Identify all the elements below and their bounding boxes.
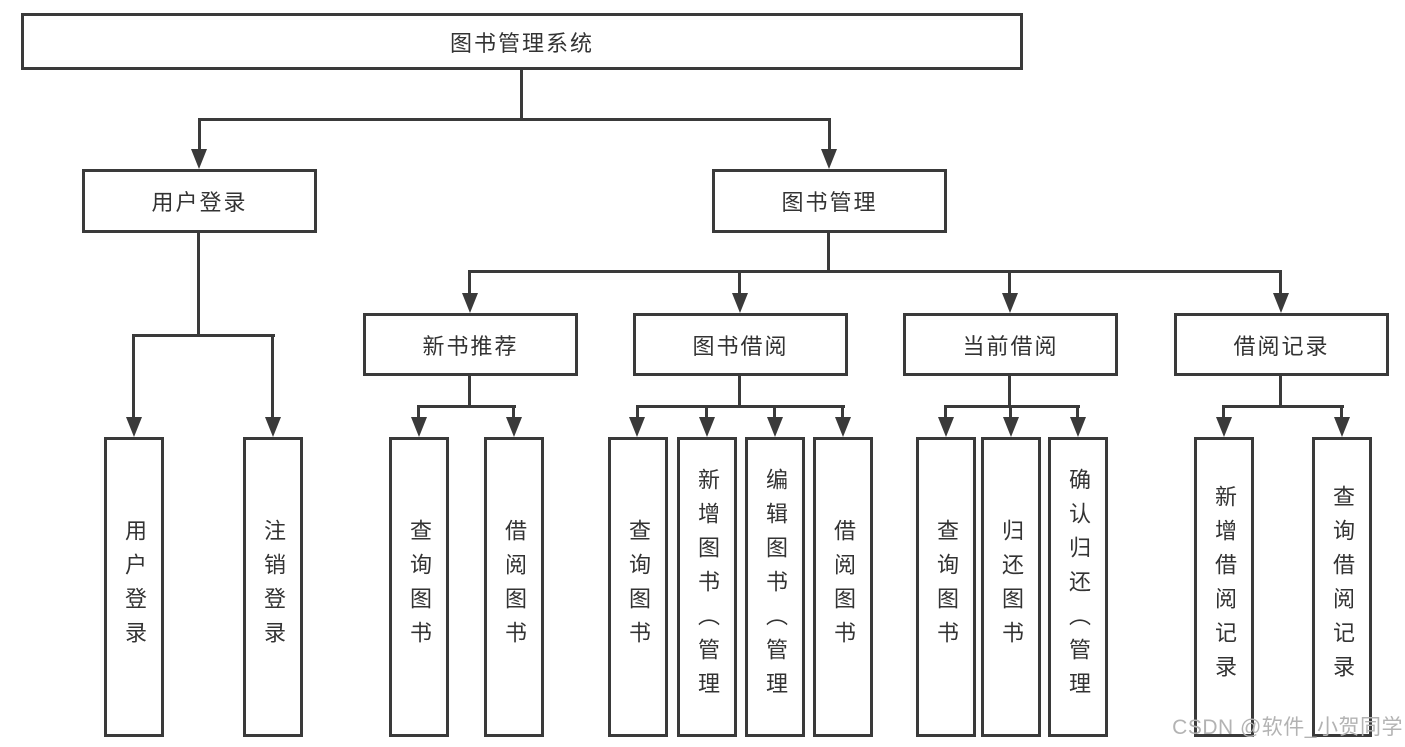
arrowhead-down bbox=[629, 417, 645, 437]
leaf-return-books: 归还图书 bbox=[981, 437, 1041, 737]
connector-line bbox=[705, 405, 708, 418]
connector-line bbox=[636, 405, 639, 418]
node-user-login: 用户登录 bbox=[82, 169, 317, 233]
connector-line bbox=[1008, 376, 1011, 406]
arrowhead-down bbox=[126, 417, 142, 437]
connector-line bbox=[738, 270, 741, 294]
arrowhead-down bbox=[1070, 417, 1086, 437]
connector-line bbox=[773, 405, 776, 418]
connector-line bbox=[1279, 270, 1282, 294]
leaf-edit-book-admin: 编辑图书（管理员） bbox=[745, 437, 805, 737]
arrowhead-down bbox=[1003, 417, 1019, 437]
connector-line bbox=[197, 233, 200, 335]
connector-line bbox=[944, 405, 1080, 408]
connector-line bbox=[827, 233, 830, 271]
connector-line bbox=[1008, 270, 1011, 294]
arrowhead-down bbox=[506, 417, 522, 437]
connector-line bbox=[944, 405, 947, 418]
connector-line bbox=[417, 405, 420, 418]
node-library-management-system: 图书管理系统 bbox=[21, 13, 1023, 70]
node-book-management: 图书管理 bbox=[712, 169, 947, 233]
leaf-borrow-books-borrow: 借阅图书 bbox=[813, 437, 873, 737]
arrowhead-down bbox=[835, 417, 851, 437]
connector-line bbox=[636, 405, 845, 408]
node-book-borrow: 图书借阅 bbox=[633, 313, 848, 376]
connector-line bbox=[1340, 405, 1343, 418]
connector-line bbox=[512, 405, 515, 418]
arrowhead-down bbox=[265, 417, 281, 437]
leaf-logout: 注销登录 bbox=[243, 437, 303, 737]
connector-line bbox=[132, 334, 135, 418]
leaf-query-borrow-record: 查询借阅记录 bbox=[1312, 437, 1372, 737]
connector-line bbox=[1222, 405, 1344, 408]
leaf-borrow-books-recommend: 借阅图书 bbox=[484, 437, 544, 737]
connector-line bbox=[520, 70, 523, 119]
connector-line bbox=[198, 118, 201, 150]
connector-line bbox=[132, 334, 275, 337]
connector-line bbox=[468, 270, 471, 294]
leaf-add-borrow-record: 新增借阅记录 bbox=[1194, 437, 1254, 737]
connector-line bbox=[1076, 405, 1079, 418]
connector-line bbox=[841, 405, 844, 418]
node-new-book-recommend: 新书推荐 bbox=[363, 313, 578, 376]
arrowhead-down bbox=[732, 293, 748, 313]
connector-line bbox=[1009, 405, 1012, 418]
connector-line bbox=[468, 270, 1282, 273]
leaf-add-book-admin: 新增图书（管理员） bbox=[677, 437, 737, 737]
watermark: CSDN @软件_小贺同学 bbox=[1172, 716, 1403, 739]
leaf-user-login: 用户登录 bbox=[104, 437, 164, 737]
connector-line bbox=[468, 376, 471, 406]
arrowhead-down bbox=[1002, 293, 1018, 313]
arrowhead-down bbox=[411, 417, 427, 437]
node-current-borrow: 当前借阅 bbox=[903, 313, 1118, 376]
connector-line bbox=[1222, 405, 1225, 418]
arrowhead-down bbox=[191, 149, 207, 169]
connector-line bbox=[828, 118, 831, 150]
arrowhead-down bbox=[1334, 417, 1350, 437]
connector-line bbox=[271, 334, 274, 418]
arrowhead-down bbox=[462, 293, 478, 313]
leaf-query-books-borrow: 查询图书 bbox=[608, 437, 668, 737]
arrowhead-down bbox=[767, 417, 783, 437]
leaf-query-books-recommend: 查询图书 bbox=[389, 437, 449, 737]
leaf-confirm-return-admin: 确认归还（管理员） bbox=[1048, 437, 1108, 737]
connector-line bbox=[417, 405, 516, 408]
connector-line bbox=[198, 118, 831, 121]
arrowhead-down bbox=[821, 149, 837, 169]
arrowhead-down bbox=[1216, 417, 1232, 437]
arrowhead-down bbox=[1273, 293, 1289, 313]
connector-line bbox=[738, 376, 741, 406]
arrowhead-down bbox=[699, 417, 715, 437]
node-borrow-records: 借阅记录 bbox=[1174, 313, 1389, 376]
arrowhead-down bbox=[938, 417, 954, 437]
connector-line bbox=[1279, 376, 1282, 406]
leaf-query-books-current: 查询图书 bbox=[916, 437, 976, 737]
